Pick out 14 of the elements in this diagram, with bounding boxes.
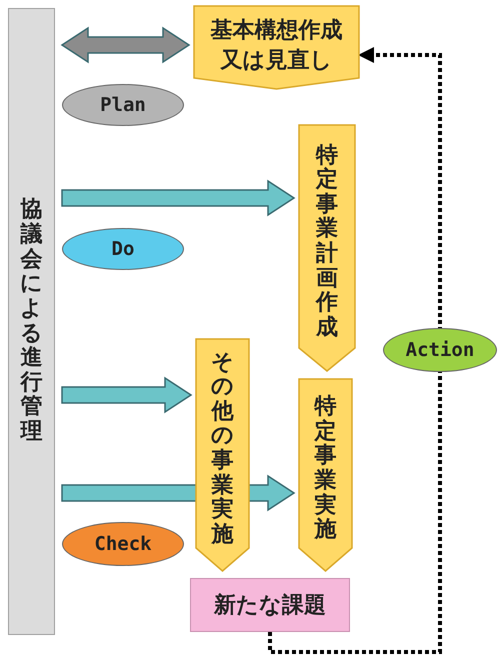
process-box: 特定事業計画作成: [298, 124, 356, 372]
vertical-bar: 協議会による進行管理: [8, 8, 55, 635]
dotted-arrow: [268, 47, 442, 654]
process-box: 新たな課題: [190, 578, 350, 632]
block-arrow: [61, 180, 296, 216]
block-arrow: [61, 376, 192, 414]
process-box: その他の事業実施: [195, 338, 250, 572]
process-box: 特定事業実施: [298, 378, 353, 572]
edge-label: Action: [383, 328, 497, 372]
process-box: 基本構想作成又は見直し: [193, 5, 360, 90]
phase-ellipse: Do: [62, 228, 184, 270]
double-arrow: [60, 26, 190, 64]
phase-ellipse: Check: [62, 522, 184, 566]
phase-ellipse: Plan: [62, 84, 184, 126]
